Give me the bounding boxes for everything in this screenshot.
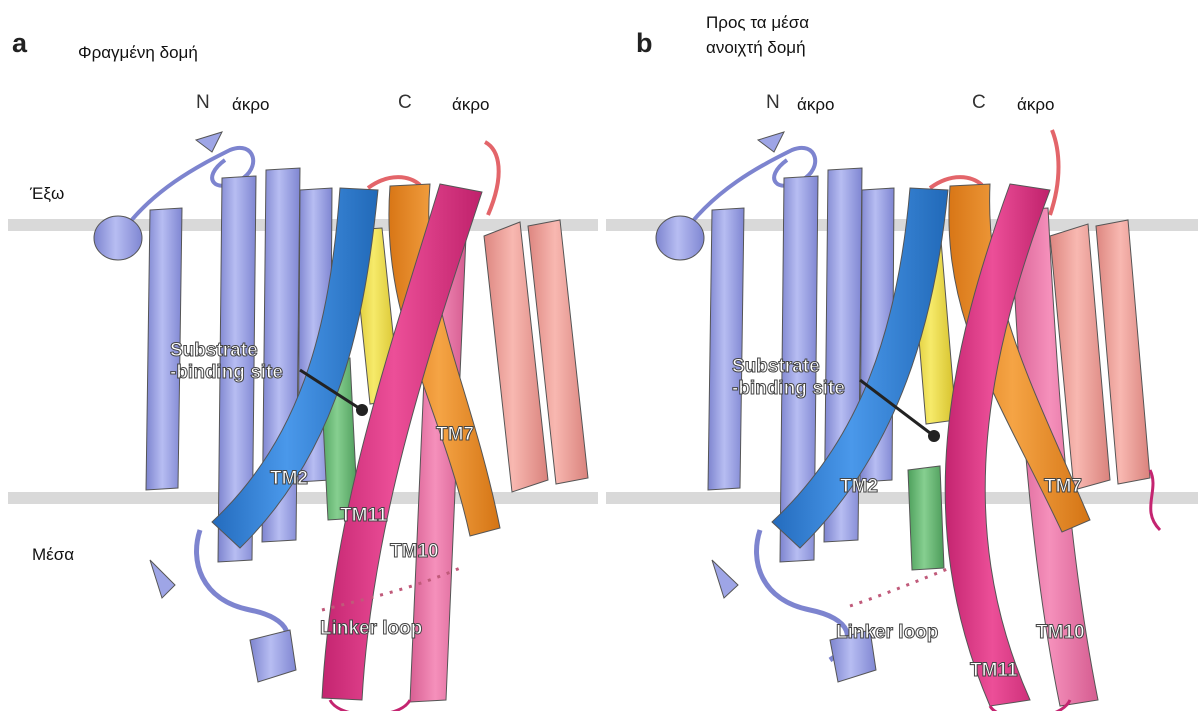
membrane-inner-right — [606, 492, 1198, 504]
panel-letter-b: b — [636, 28, 653, 59]
panel-a-tm10-label: TM10 — [390, 541, 439, 563]
substrate-line-2: -binding site — [732, 378, 845, 400]
panel-a-n-terminus-word: άκρο — [232, 94, 269, 115]
panel-b-tm11-label: TM11 — [970, 660, 1018, 682]
panel-a-tm2-label: TM2 — [270, 468, 308, 490]
panel-a-substrate-site-label: Substrate -binding site — [170, 340, 283, 384]
panel-b-substrate-site-label: Substrate -binding site — [732, 356, 845, 400]
panel-b-c-terminus: C — [972, 92, 986, 114]
panel-b-tm10-label: TM10 — [1036, 622, 1085, 644]
panel-b-caption-line-1: Προς τα μέσα — [706, 12, 809, 33]
panel-a-n-terminus: N — [196, 92, 210, 114]
panel-a-caption-line: Φραγμένη δομή — [78, 42, 198, 63]
panel-b-linker-loop-label: Linker loop — [836, 622, 938, 644]
panel-b-n-terminus-word: άκρο — [797, 94, 834, 115]
panel-b-tm2-label: TM2 — [840, 476, 878, 498]
panel-b-caption: Προς τα μέσα ανοιχτή δομή — [706, 12, 809, 58]
panel-b-n-terminus: N — [766, 92, 780, 114]
substrate-line-1: Substrate — [170, 340, 283, 362]
panel-letter-a: a — [12, 28, 27, 59]
panel-b-tm7-label: TM7 — [1044, 476, 1082, 498]
panel-b-c-terminus-word: άκρο — [1017, 94, 1054, 115]
panel-a-c-terminus-word: άκρο — [452, 94, 489, 115]
panel-a-tm7-label: TM7 — [436, 424, 474, 446]
inside-label: Μέσα — [32, 544, 74, 565]
panel-a-tm11-label: TM11 — [340, 505, 388, 527]
membrane-inner-left — [8, 492, 598, 504]
panel-b-caption-line-2: ανοιχτή δομή — [706, 37, 809, 58]
panel-a-caption: Φραγμένη δομή — [78, 42, 198, 63]
outside-label: Έξω — [30, 183, 64, 204]
substrate-line-2: -binding site — [170, 362, 283, 384]
substrate-line-1: Substrate — [732, 356, 845, 378]
panel-a-linker-loop-label: Linker loop — [320, 618, 422, 640]
panel-a-c-terminus: C — [398, 92, 412, 114]
